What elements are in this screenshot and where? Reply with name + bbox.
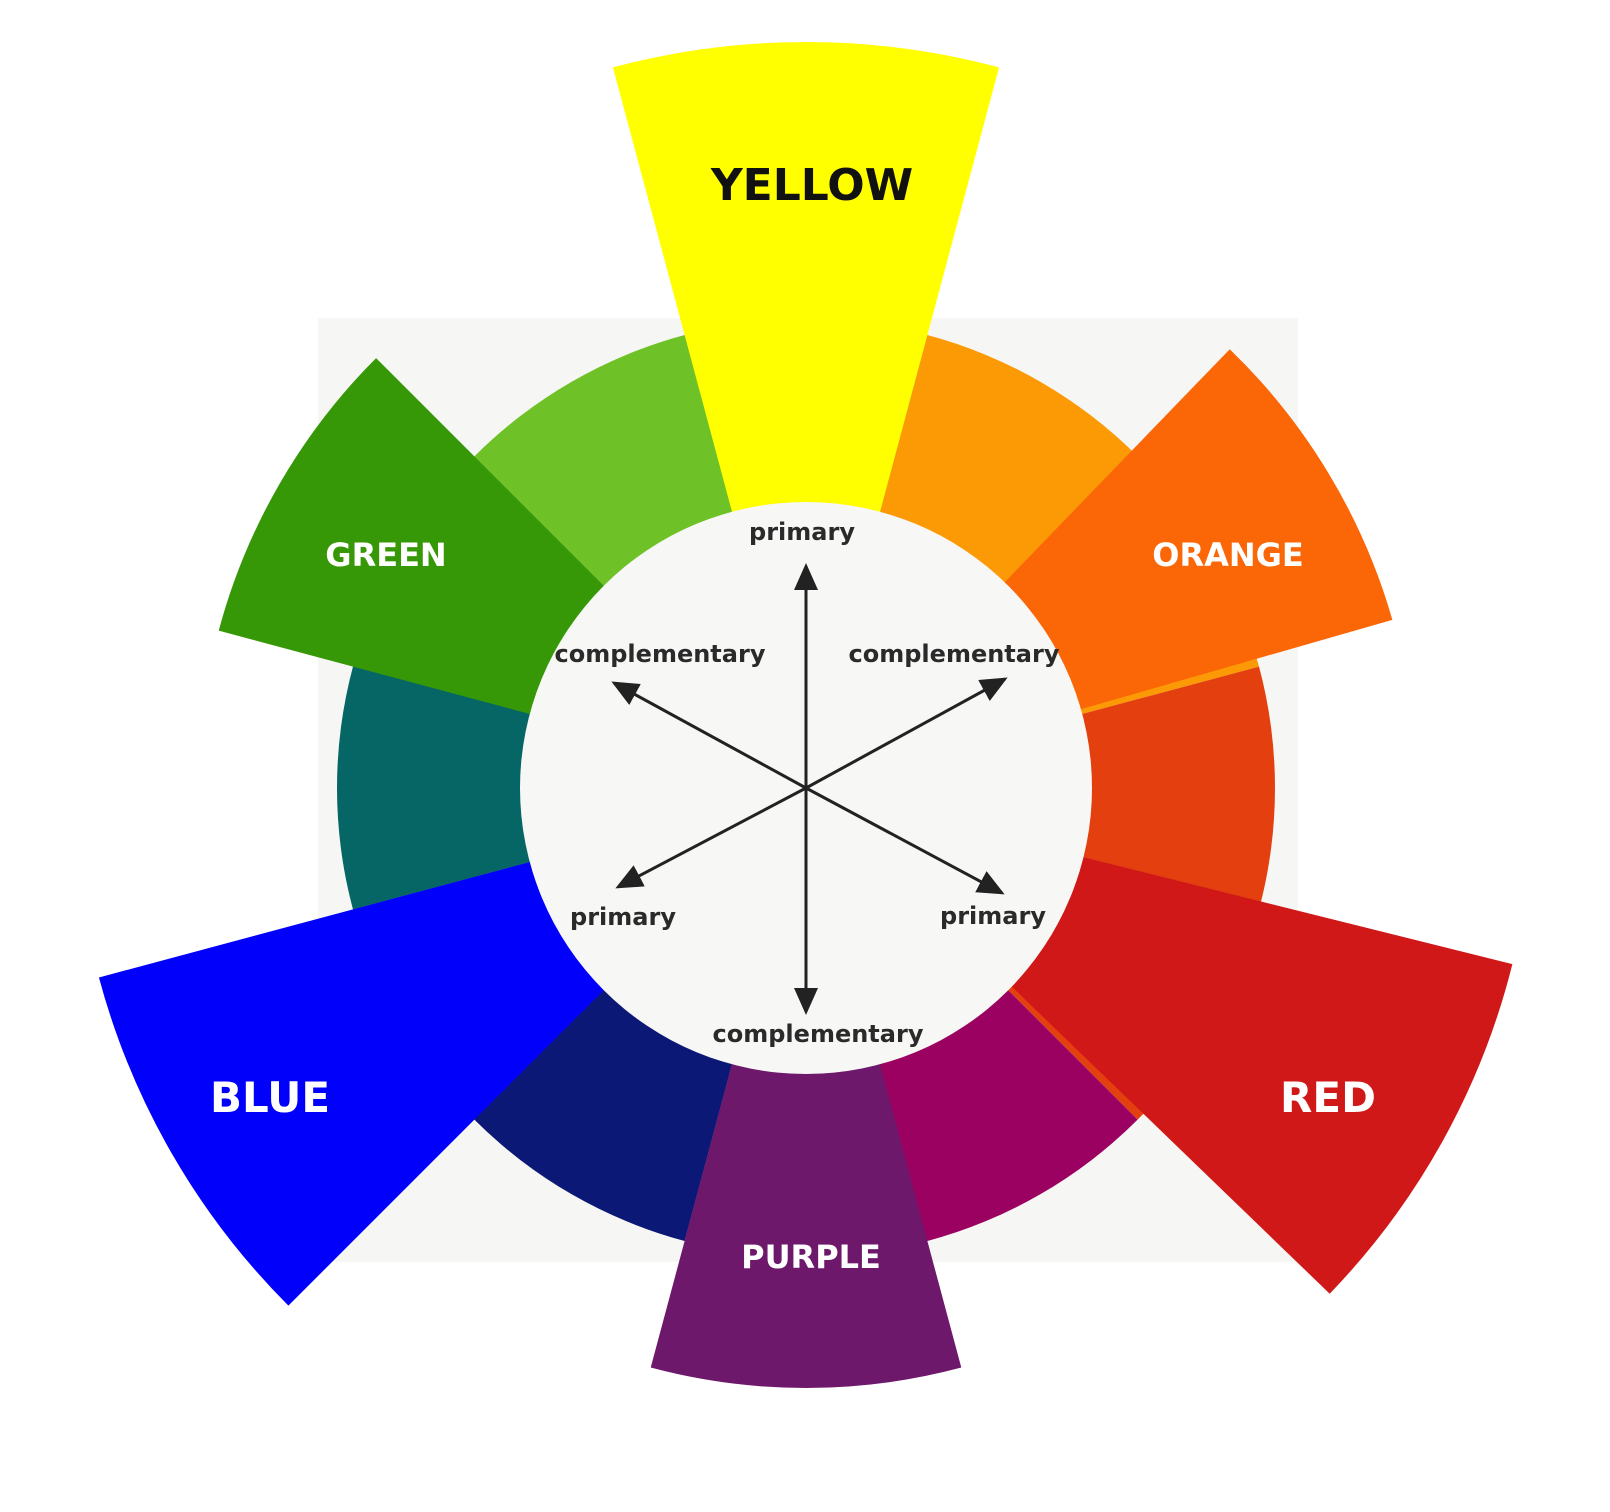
- arrow-lower-right: [805, 786, 1005, 895]
- arrow-upper-left: [611, 681, 807, 790]
- wedge-label-green: GREEN: [325, 536, 446, 574]
- arrow-lower-left: [615, 786, 807, 889]
- label-top: primary: [749, 518, 855, 546]
- wedge-label-orange: ORANGE: [1152, 536, 1304, 574]
- label-lower-right: primary: [940, 902, 1046, 930]
- wedge-label-blue: BLUE: [210, 1073, 330, 1122]
- label-upper-right: complementary: [849, 640, 1060, 668]
- wedge-label-red: RED: [1280, 1073, 1376, 1122]
- wedge-label-yellow: YELLOW: [710, 160, 913, 211]
- wedge-purple: [650, 788, 962, 1388]
- arrows: [611, 563, 1008, 1015]
- label-upper-left: complementary: [555, 640, 766, 668]
- wedge-label-purple: PURPLE: [741, 1238, 881, 1276]
- wedge-yellow: [612, 42, 1000, 789]
- label-bottom: complementary: [713, 1020, 924, 1048]
- arrow-upper-right: [805, 677, 1008, 790]
- label-lower-left: primary: [570, 903, 676, 931]
